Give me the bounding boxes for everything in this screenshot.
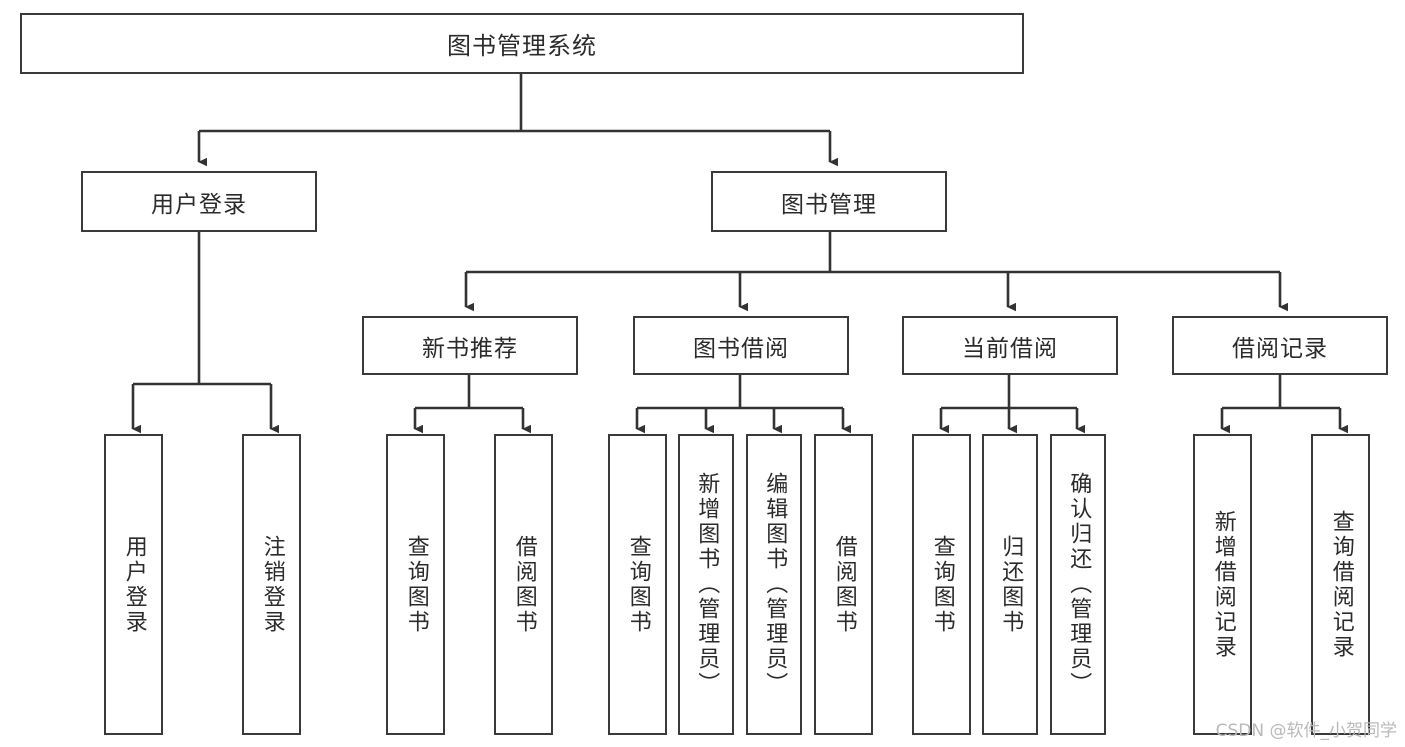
leaf-current-borrow-1[interactable]: 归还图书 [982, 434, 1038, 735]
leaf-current-borrow-2[interactable]: 确认归还（管理员） [1050, 434, 1106, 735]
node-borrow-record[interactable]: 借阅记录 [1172, 316, 1388, 375]
node-root[interactable]: 图书管理系统 [20, 13, 1024, 74]
leaf-book-borrow-2[interactable]: 编辑图书（管理员） [746, 434, 802, 735]
node-book-manage-label: 图书管理 [781, 191, 877, 218]
node-user-login-label: 用户登录 [151, 191, 247, 218]
leaf-current-borrow-0-label: 查询图书 [929, 534, 955, 635]
leaf-user-login-0-label: 用户登录 [121, 534, 147, 635]
leaf-user-login-1-label: 注销登录 [259, 534, 285, 635]
leaf-new-book-rec-0[interactable]: 查询图书 [386, 434, 445, 735]
leaf-new-book-rec-0-label: 查询图书 [403, 534, 429, 635]
leaf-current-borrow-2-label: 确认归还（管理员） [1066, 472, 1092, 697]
node-book-borrow-label: 图书借阅 [693, 335, 789, 362]
leaf-book-borrow-0[interactable]: 查询图书 [608, 434, 667, 735]
leaf-borrow-record-1-label: 查询借阅记录 [1328, 509, 1354, 660]
leaf-user-login-1[interactable]: 注销登录 [242, 434, 301, 735]
leaf-book-borrow-3[interactable]: 借阅图书 [814, 434, 873, 735]
node-borrow-record-label: 借阅记录 [1232, 335, 1328, 362]
node-new-book-rec[interactable]: 新书推荐 [362, 316, 578, 375]
leaf-current-borrow-1-label: 归还图书 [998, 534, 1024, 635]
watermark-text: CSDN @软件_小贺同学 [1215, 721, 1397, 741]
leaf-book-borrow-2-label: 编辑图书（管理员） [762, 472, 788, 697]
leaf-borrow-record-0-label: 新增借阅记录 [1210, 509, 1236, 660]
node-root-label: 图书管理系统 [447, 32, 597, 60]
node-current-borrow-label: 当前借阅 [962, 335, 1058, 362]
leaf-user-login-0[interactable]: 用户登录 [104, 434, 163, 735]
node-user-login[interactable]: 用户登录 [81, 171, 317, 232]
leaf-book-borrow-1-label: 新增图书（管理员） [694, 472, 720, 697]
node-book-borrow[interactable]: 图书借阅 [633, 316, 849, 375]
node-book-manage[interactable]: 图书管理 [711, 171, 947, 232]
leaf-book-borrow-0-label: 查询图书 [625, 534, 651, 635]
node-new-book-rec-label: 新书推荐 [422, 335, 518, 362]
node-current-borrow[interactable]: 当前借阅 [902, 316, 1118, 375]
leaf-book-borrow-1[interactable]: 新增图书（管理员） [678, 434, 734, 735]
leaf-new-book-rec-1[interactable]: 借阅图书 [494, 434, 553, 735]
leaf-book-borrow-3-label: 借阅图书 [831, 534, 857, 635]
leaf-borrow-record-0[interactable]: 新增借阅记录 [1193, 434, 1252, 735]
leaf-borrow-record-1[interactable]: 查询借阅记录 [1311, 434, 1370, 735]
leaf-new-book-rec-1-label: 借阅图书 [511, 534, 537, 635]
leaf-current-borrow-0[interactable]: 查询图书 [912, 434, 971, 735]
